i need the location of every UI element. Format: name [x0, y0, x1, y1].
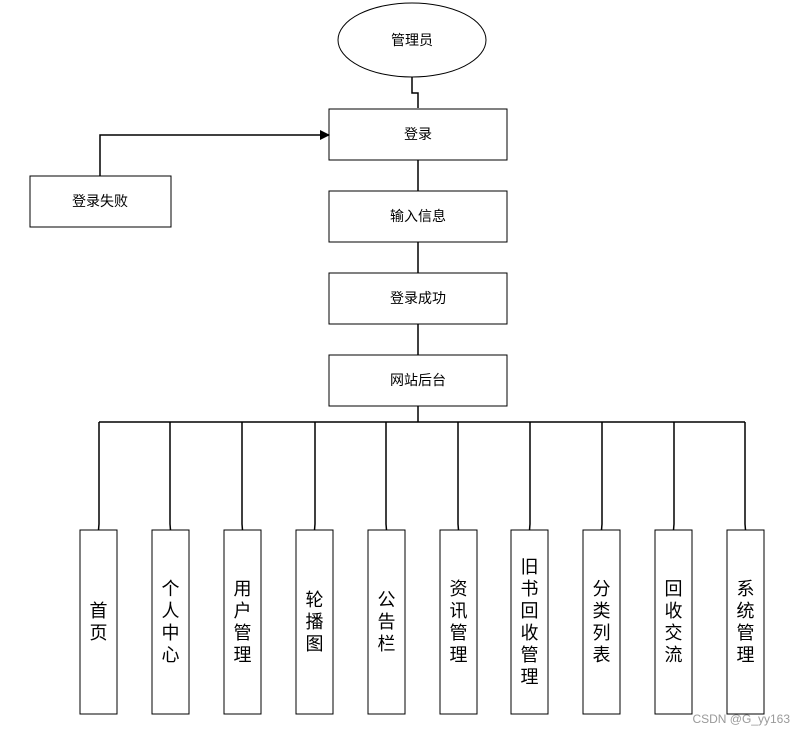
root-connector: [411, 77, 419, 108]
module-label: 回收交流: [665, 579, 683, 666]
flow-label-login-success: 登录成功: [390, 291, 446, 307]
root-node: 管理员: [337, 2, 487, 78]
flow-label-login: 登录: [404, 127, 432, 143]
failure-arrow: [99, 130, 330, 176]
module-box: [582, 529, 621, 715]
module-connector: [97, 422, 100, 531]
flow-label-input-info: 输入信息: [390, 208, 446, 225]
module-connector: [169, 422, 172, 531]
flow-label-backend: 网站后台: [390, 373, 446, 389]
module-connector: [313, 422, 316, 531]
module-label: 分类列表: [593, 579, 611, 666]
module-box: [223, 529, 262, 715]
flow-node-login-success: 登录成功: [328, 272, 508, 325]
root-label: 管理员: [391, 33, 433, 49]
module-box: [367, 529, 406, 715]
module-connector: [672, 422, 675, 531]
flow-node-login: 登录: [328, 108, 508, 161]
module-label: 首页: [90, 601, 108, 644]
failure-node: 登录失败: [29, 175, 172, 228]
module-connector: [744, 422, 747, 531]
module-label: 系统管理: [737, 579, 755, 666]
module-label: 资讯管理: [450, 579, 468, 666]
watermark: CSDN @G_yy163: [692, 712, 790, 726]
module-connector: [241, 422, 244, 531]
failure-label: 登录失败: [72, 194, 128, 210]
module-connector: [528, 422, 531, 531]
module-label: 个人中心: [162, 579, 180, 666]
module-box: [654, 529, 693, 715]
module-box: [439, 529, 478, 715]
module-connector: [600, 422, 603, 531]
module-label: 用户管理: [234, 579, 252, 666]
module-connector: [457, 422, 460, 531]
module-connector: [385, 422, 388, 531]
module-box: [151, 529, 190, 715]
module-group: 首页 个人中心 用户管理 轮播图 公告栏 资讯管理 旧书回收管理 分类列表 回收交流 系统管理: [79, 422, 765, 715]
module-box: [79, 529, 118, 715]
module-label: 旧书回收管理: [521, 557, 539, 688]
flow-node-backend: 网站后台: [328, 354, 508, 407]
module-box: [510, 529, 549, 715]
module-label: 轮播图: [306, 590, 324, 655]
module-label: 公告栏: [378, 590, 396, 655]
module-box: [726, 529, 765, 715]
module-box: [295, 529, 334, 715]
flow-node-input-info: 输入信息: [328, 190, 508, 243]
